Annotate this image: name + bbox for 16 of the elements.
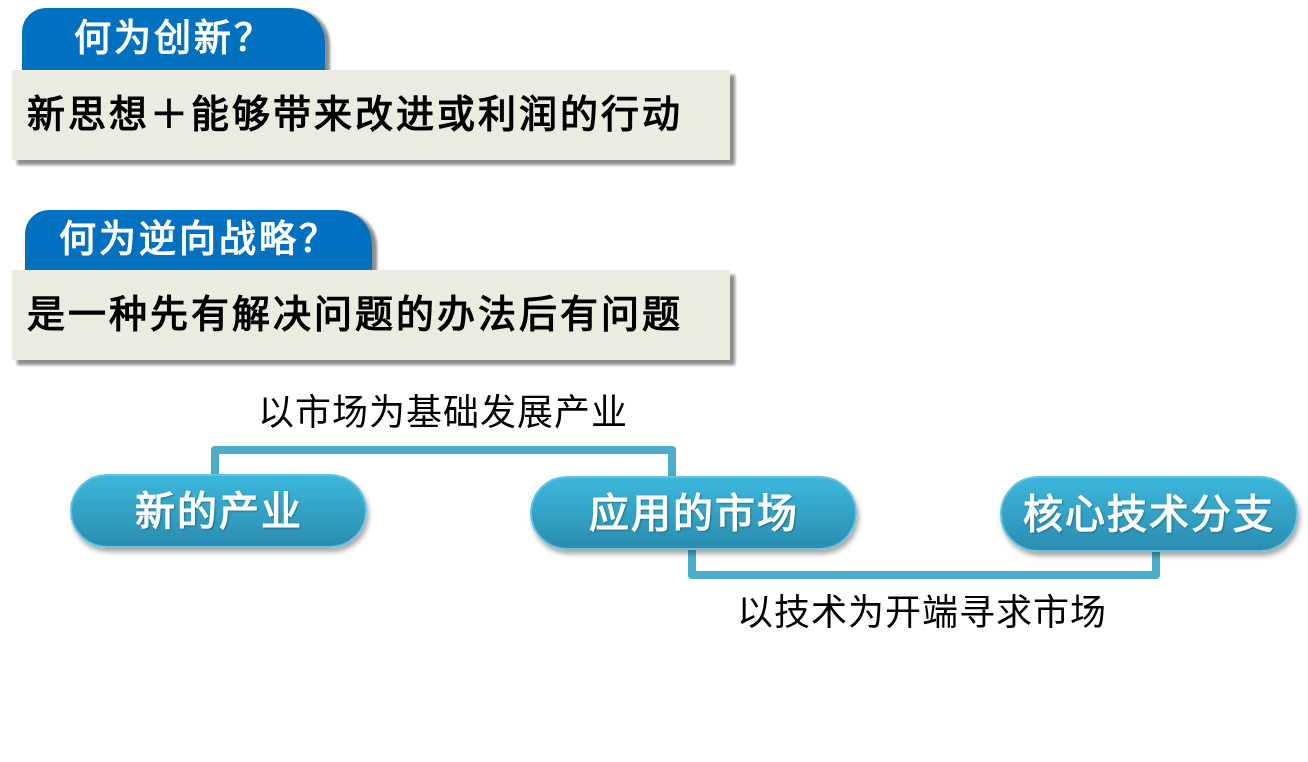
definition-text: 新思想＋能够带来改进或利润的行动 <box>27 93 683 137</box>
bracket-connector <box>688 550 1160 579</box>
tab-heading: 何为创新？ <box>73 17 274 61</box>
topic-pill <box>530 476 857 550</box>
definition-panel <box>12 70 730 160</box>
topic-pill <box>1000 476 1298 552</box>
question-tab <box>22 8 325 70</box>
question-tab <box>25 210 372 270</box>
pill-label: 应用的市场 <box>588 490 799 536</box>
pill-label: 核心技术分支 <box>1023 491 1275 537</box>
definition-panel <box>12 270 730 360</box>
tab-heading: 何为逆向战略？ <box>58 218 339 262</box>
topic-pill <box>70 474 367 548</box>
bracket-connector <box>211 446 676 476</box>
pill-label: 新的产业 <box>134 488 303 534</box>
definition-text: 是一种先有解决问题的办法后有问题 <box>27 293 683 337</box>
